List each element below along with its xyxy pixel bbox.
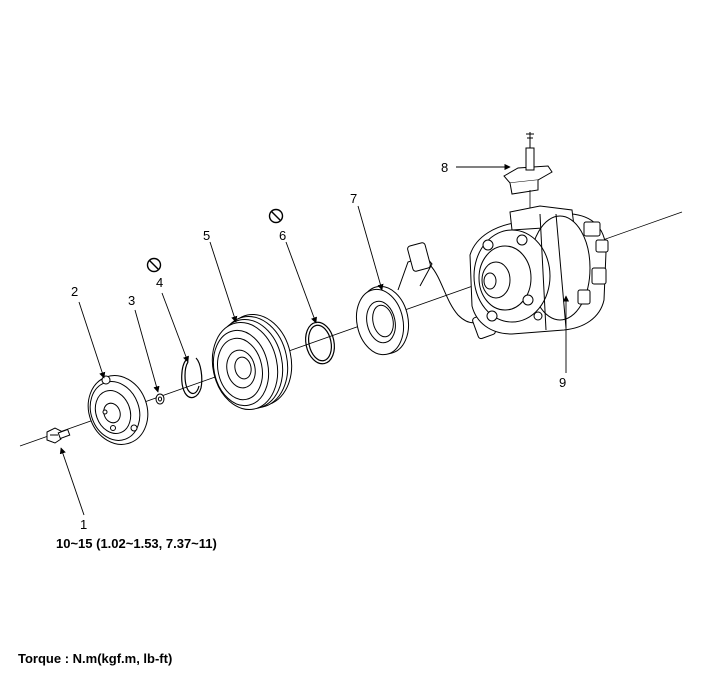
callout-5: 5 [203, 228, 210, 243]
part-6-snap-ring [305, 321, 335, 365]
callout-2: 2 [71, 284, 78, 299]
part-2-clutch-disc [87, 375, 149, 445]
part-3-shim [155, 393, 165, 405]
part-5-pulley [211, 313, 293, 411]
part-4-snap-ring [181, 357, 203, 399]
torque-units-note: Torque : N.m(kgf.m, lb-ft) [18, 651, 173, 666]
callout-6: 6 [279, 228, 286, 243]
callout-7: 7 [350, 191, 357, 206]
callout-1: 1 [80, 517, 87, 532]
leader-lines [59, 163, 570, 516]
do-not-reuse-icon [268, 208, 284, 224]
callout-3: 3 [128, 293, 135, 308]
torque-spec-label: 10~15 (1.02~1.53, 7.37~11) [56, 536, 217, 551]
callout-8: 8 [441, 160, 448, 175]
part-1-bolt [46, 427, 71, 444]
do-not-reuse-icon [146, 257, 162, 273]
part-7-field-coil [355, 242, 496, 356]
callout-4: 4 [156, 275, 163, 290]
part-9-compressor [469, 205, 609, 335]
callout-9: 9 [559, 375, 566, 390]
